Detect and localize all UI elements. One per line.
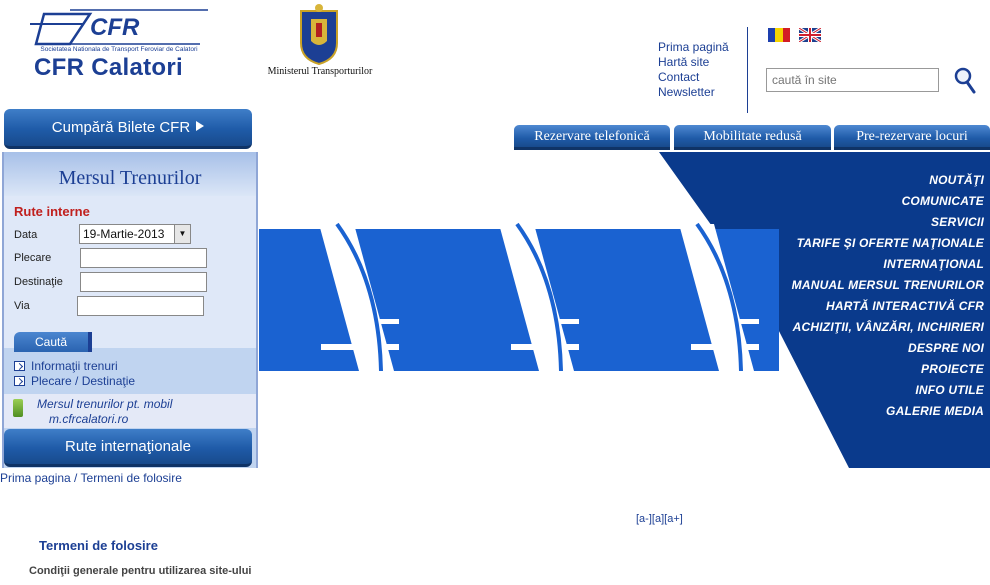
timetable-panel: Mersul Trenurilor Rute interne Data 19-M…: [2, 152, 258, 468]
arrow-box-icon: [14, 376, 25, 386]
nav-international[interactable]: INTERNAŢIONAL: [883, 257, 984, 271]
train-info-link[interactable]: Informaţii trenuri: [14, 359, 118, 373]
main-nav-menu: NOUTĂŢI COMUNICATE SERVICII TARIFE ŞI OF…: [792, 170, 984, 422]
nav-interactive-map[interactable]: HARTĂ INTERACTIVĂ CFR: [826, 299, 984, 313]
tab-phone-reservation[interactable]: Rezervare telefonică: [514, 125, 670, 150]
train-graphic-icon: [259, 152, 990, 468]
nav-timetable-manual[interactable]: MANUAL MERSUL TRENURILOR: [791, 278, 984, 292]
departure-label: Plecare: [14, 252, 52, 264]
tab-seat-prereservation[interactable]: Pre-rezervare locuri: [834, 125, 990, 150]
ministry-name: Ministerul Transporturilor: [267, 66, 373, 77]
buy-tickets-button[interactable]: Cumpără Bilete CFR: [4, 109, 252, 149]
mobile-line2: m.cfrcalatori.ro: [49, 412, 129, 426]
nav-national-fares[interactable]: TARIFE ŞI OFERTE NAŢIONALE: [796, 236, 984, 250]
search-trains-button[interactable]: Caută: [14, 332, 92, 352]
nav-services[interactable]: SERVICII: [931, 215, 984, 229]
breadcrumb: Prima pagina / Termeni de folosire: [0, 471, 182, 485]
link-contact[interactable]: Contact: [658, 70, 700, 84]
logo-tagline: Societatea Nationala de Transport Ferovi…: [40, 46, 198, 53]
buy-tickets-label: Cumpără Bilete CFR: [51, 119, 191, 136]
nav-projects[interactable]: PROIECTE: [921, 362, 984, 376]
via-label: Via: [14, 300, 30, 312]
site-search-input[interactable]: [766, 68, 939, 92]
arrow-box-icon: [14, 361, 25, 371]
logo-name: CFR Calatori: [34, 54, 183, 81]
departure-input[interactable]: [80, 248, 207, 268]
train-info-label: Informaţii trenuri: [31, 359, 118, 373]
ministry-logo[interactable]: Ministerul Transporturilor: [260, 3, 380, 83]
destination-input[interactable]: [80, 272, 207, 292]
font-decrease-button[interactable]: [a-]: [636, 513, 652, 525]
logo-mark-text: CFR: [90, 14, 140, 41]
mobile-line1: Mersul trenurilor pt. mobil: [37, 397, 173, 411]
chevron-down-icon[interactable]: ▼: [174, 225, 190, 243]
en-flag-icon[interactable]: [799, 28, 821, 42]
arrow-right-icon: [196, 121, 205, 131]
breadcrumb-separator: /: [70, 471, 81, 485]
mobile-phone-icon: [13, 399, 23, 417]
date-value: 19-Martie-2013: [83, 227, 165, 241]
nav-media-gallery[interactable]: GALERIE MEDIA: [886, 404, 984, 418]
destination-label: Destinaţie: [14, 276, 63, 288]
departure-destination-link[interactable]: Plecare / Destinaţie: [14, 374, 135, 388]
timetable-title: Mersul Trenurilor: [4, 152, 256, 196]
cfr-logo[interactable]: CFR Societatea Nationala de Transport Fe…: [30, 8, 208, 81]
nav-procurement[interactable]: ACHIZIŢII, VÂNZĂRI, INCHIRIERI: [792, 320, 984, 334]
font-size-controls: [a-][a][a+]: [636, 513, 683, 525]
coat-of-arms-icon: [300, 4, 338, 65]
departure-destination-label: Plecare / Destinaţie: [31, 374, 136, 388]
nav-about[interactable]: DESPRE NOI: [907, 341, 984, 355]
page-title: Termeni de folosire: [39, 538, 158, 553]
nav-news[interactable]: NOUTĂŢI: [929, 173, 984, 187]
header-divider: [747, 27, 748, 113]
route-heading: Rute interne: [14, 204, 90, 219]
ro-flag-icon[interactable]: [768, 28, 790, 42]
breadcrumb-home[interactable]: Prima pagina: [0, 471, 71, 485]
date-label: Data: [14, 229, 38, 241]
link-sitemap[interactable]: Hartă site: [658, 55, 710, 69]
magnifier-icon[interactable]: [952, 66, 978, 94]
breadcrumb-current[interactable]: Termeni de folosire: [80, 471, 182, 485]
nav-press-releases[interactable]: COMUNICATE: [901, 194, 984, 208]
nav-useful-info[interactable]: INFO UTILE: [915, 383, 984, 397]
cfr-logo-mark-icon: CFR: [30, 9, 208, 46]
via-input[interactable]: [77, 296, 204, 316]
page-subtitle: Condiţii generale pentru utilizarea site…: [29, 565, 252, 577]
font-increase-button[interactable]: [a+]: [664, 513, 683, 525]
link-home[interactable]: Prima pagină: [658, 40, 729, 54]
tab-reduced-mobility[interactable]: Mobilitate redusă: [674, 125, 831, 150]
hero-banner: NOUTĂŢI COMUNICATE SERVICII TARIFE ŞI OF…: [259, 152, 990, 468]
mobile-timetable-link[interactable]: Mersul trenurilor pt. mobil m.cfrcalator…: [4, 394, 256, 428]
font-normal-button[interactable]: [a]: [651, 513, 665, 525]
date-select[interactable]: 19-Martie-2013 ▼: [79, 224, 191, 244]
top-links: Prima pagină Hartă site Contact Newslett…: [658, 40, 748, 100]
international-routes-button[interactable]: Rute internaţionale: [4, 429, 252, 467]
link-newsletter[interactable]: Newsletter: [658, 85, 715, 99]
